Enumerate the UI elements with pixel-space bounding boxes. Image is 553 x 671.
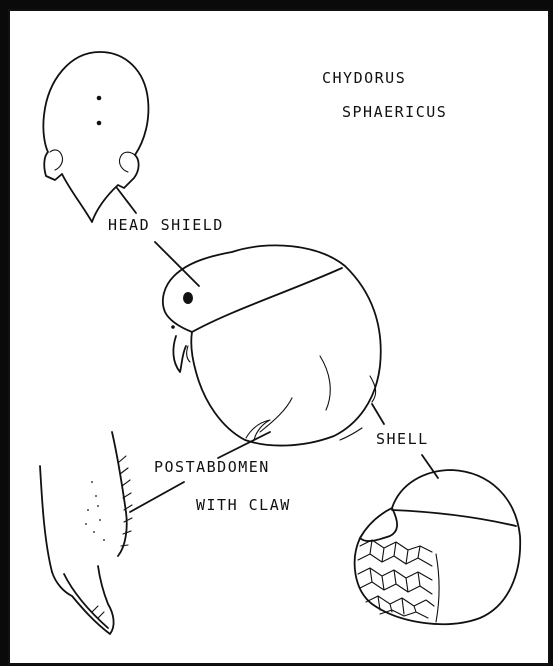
label-shell: SHELL [376, 430, 429, 448]
title-line-2: SPHAERICUS [342, 103, 447, 121]
title-line-1: CHYDORUS [322, 69, 406, 87]
inner-panel [9, 10, 549, 664]
label-head-shield: HEAD SHIELD [108, 216, 224, 234]
label-postabdomen-line-2: WITH CLAW [196, 496, 291, 514]
eye-spot [183, 292, 193, 304]
label-postabdomen-line-1: POSTABDOMEN [154, 458, 270, 476]
